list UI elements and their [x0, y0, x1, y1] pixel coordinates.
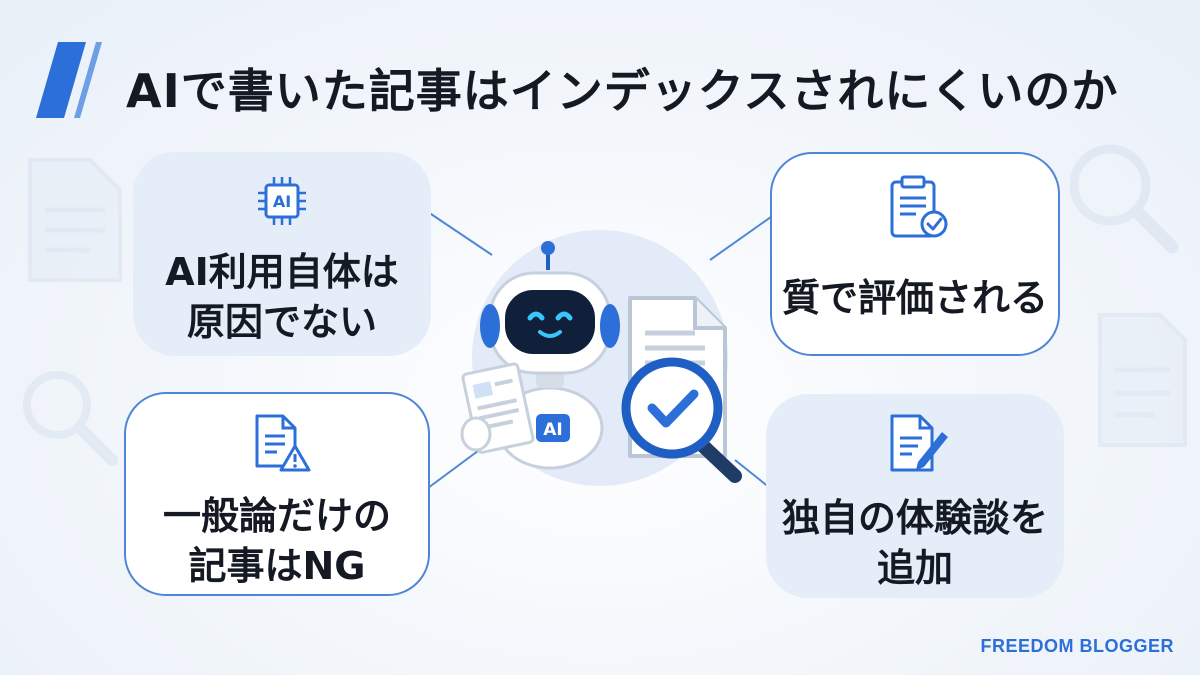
ghost-document-icon — [28, 158, 122, 282]
chip-label: AI — [273, 192, 291, 211]
card-judged-by-quality: 質で評価される — [770, 152, 1060, 356]
page-title: AIで書いた記事はインデックスされにくいのか — [126, 64, 1119, 118]
card-text-line1: 一般論だけの — [162, 494, 391, 538]
card-text-line2: 追加 — [876, 546, 953, 590]
ghost-search-icon — [23, 371, 118, 466]
magnifier-check-icon — [621, 357, 742, 483]
center-illustration: AI — [460, 230, 742, 486]
card-add-original-experience: 独自の体験談を 追加 — [766, 394, 1064, 598]
document-edit-icon — [890, 414, 948, 472]
card-text-line2: 原因でない — [186, 300, 377, 344]
card-text-line1: AI利用自体は — [165, 250, 399, 294]
brand-label: FREEDOM BLOGGER — [980, 636, 1174, 656]
ghost-search-icon-right — [1069, 144, 1179, 254]
card-text-line1: 独自の体験談を — [781, 496, 1048, 540]
robot-icon: AI — [460, 241, 620, 470]
card-generic-articles-ng: 一般論だけの 記事はNG — [124, 392, 430, 596]
title-accent-stripes — [36, 42, 102, 118]
clipboard-check-icon — [890, 175, 948, 238]
card-text-line2: 記事はNG — [188, 544, 366, 588]
card-text-line1: 質で評価される — [781, 276, 1048, 320]
ghost-document-icon-right — [1098, 313, 1187, 447]
document-warning-icon — [255, 414, 311, 472]
robot-badge-label: AI — [543, 420, 562, 440]
card-ai-not-cause: AI AI利用自体は 原因でない — [133, 152, 431, 356]
ai-chip-icon: AI — [258, 177, 306, 225]
